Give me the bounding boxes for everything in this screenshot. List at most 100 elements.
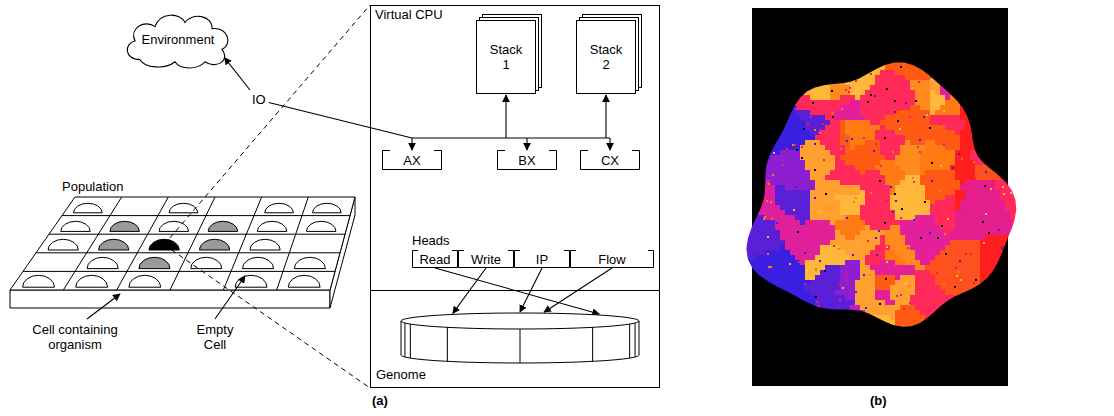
colony-patch [805, 335, 820, 340]
colony-patch [815, 275, 840, 280]
colony-speck [911, 87, 913, 89]
colony-patch [865, 90, 915, 95]
colony-speck [833, 244, 835, 246]
line-shape [410, 324, 411, 358]
colony-speck [847, 279, 849, 281]
colony-patch [740, 285, 805, 290]
colony-patch [885, 175, 905, 180]
colony-patch [865, 310, 895, 315]
colony-patch [830, 320, 845, 325]
colony-patch [800, 115, 825, 120]
colony-patch [835, 330, 865, 335]
colony-speck [869, 274, 871, 276]
colony-speck [937, 237, 939, 239]
colony-speck [938, 127, 940, 129]
colony-speck [865, 307, 867, 309]
colony-speck [833, 245, 835, 247]
reg-label: CX [601, 153, 619, 168]
colony-speck [855, 197, 857, 199]
colony-speck [825, 193, 827, 195]
colony-patch [860, 100, 915, 105]
colony-speck [905, 281, 907, 283]
colony-patch [790, 90, 830, 95]
colony-speck [899, 128, 901, 130]
colony-patch [830, 90, 850, 95]
colony-speck [848, 91, 850, 93]
colony-patch [885, 300, 895, 305]
colony-patch [900, 255, 915, 260]
colony-speck [900, 294, 902, 296]
drum-outline [400, 312, 640, 364]
colony-patch [880, 160, 895, 165]
colony-patch [900, 330, 925, 335]
colony-speck [814, 169, 816, 171]
colony-patch [875, 135, 905, 140]
colony-patch [980, 275, 1025, 280]
colony-patch [825, 175, 885, 180]
colony-patch [1015, 225, 1025, 230]
colony-speck [815, 268, 817, 270]
colony-patch [825, 265, 840, 270]
colony-patch [740, 115, 800, 120]
colony-patch [895, 110, 930, 115]
colony-speck [795, 186, 797, 188]
colony-patch [810, 215, 845, 220]
colony-patch [980, 285, 1025, 290]
colony-patch [965, 195, 1000, 200]
colony-patch [930, 100, 945, 105]
colony-patch [925, 345, 1015, 350]
colony-speck [853, 201, 855, 203]
colony-patch [740, 235, 780, 240]
colony-patch [920, 165, 950, 170]
colony-patch [805, 285, 840, 290]
path-shape [383, 151, 442, 170]
colony-patch [940, 285, 980, 290]
io-label: IO [252, 92, 266, 107]
colony-patch [945, 95, 950, 100]
colony-patch [845, 235, 855, 240]
colony-patch [850, 135, 875, 140]
colony-patch [1005, 330, 1025, 335]
colony-speck [785, 286, 787, 288]
line-shape [404, 323, 405, 357]
colony-patch [825, 325, 840, 330]
colony-patch [925, 315, 990, 320]
colony-patch [775, 85, 830, 90]
colony-patch [830, 80, 845, 85]
colony-speck [959, 260, 961, 262]
colony-patch [900, 275, 915, 280]
colony-speck [770, 266, 772, 268]
colony-patch [780, 90, 790, 95]
colony-patch [945, 100, 960, 105]
colony-patch [955, 155, 970, 160]
colony-speck [968, 131, 970, 133]
colony-speck [992, 180, 994, 182]
colony-patch [1010, 340, 1025, 345]
colony-patch [885, 155, 895, 160]
colony-speck [997, 132, 999, 134]
colony-patch [1005, 205, 1025, 210]
population-label: Population [62, 179, 123, 194]
colony-patch [925, 330, 1005, 335]
line-shape [370, 290, 660, 291]
organism-dome [169, 203, 198, 213]
colony-patch [1000, 325, 1025, 330]
colony-patch [775, 195, 810, 200]
colony-patch [895, 275, 900, 280]
path-shape [127, 15, 228, 68]
colony-speck [870, 94, 872, 96]
colony-patch [740, 195, 775, 200]
colony-speck [909, 185, 911, 187]
colony-speck [878, 230, 880, 232]
colony-speck [984, 185, 986, 187]
register-box: BX [497, 150, 557, 170]
colony-patch [925, 170, 955, 175]
head-cell: Write [458, 250, 514, 268]
colony-patch [930, 115, 960, 120]
colony-patch [970, 150, 1015, 155]
colony-patch [810, 205, 840, 210]
colony-patch [980, 270, 1025, 275]
colony-patch [805, 160, 835, 165]
colony-patch [955, 200, 960, 205]
colony-speck [856, 114, 858, 116]
